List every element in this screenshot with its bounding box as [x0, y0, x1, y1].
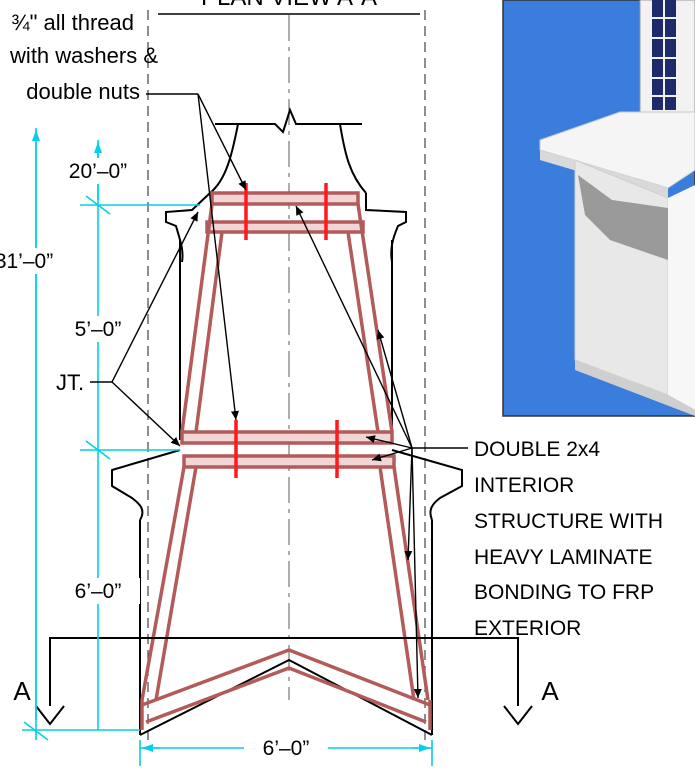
corbel-outline — [111, 107, 463, 736]
structure-leaders — [295, 205, 468, 699]
section-label-right: A — [541, 676, 559, 706]
dim-overall-bg — [0, 248, 62, 274]
dim-lower-text: 6’–0” — [75, 580, 122, 603]
dim-overall-text: 31’–0” — [0, 250, 53, 273]
dim-top-text: 20’–0” — [69, 160, 127, 183]
dim-mid-text: 5’–0” — [75, 318, 122, 341]
joint-leaders — [90, 211, 199, 447]
interior-members — [140, 191, 432, 730]
structure-note-line-2: INTERIOR — [474, 474, 574, 497]
top-plate — [210, 191, 360, 206]
thread-note-line-1: ¾" all thread — [11, 10, 134, 35]
dim-base-bg — [244, 735, 328, 761]
dim-top-bg — [50, 158, 146, 184]
render-panel — [502, 0, 695, 417]
structure-note-line-3: STRUCTURE WITH — [474, 510, 663, 533]
section-cut-line — [35, 637, 533, 726]
section-label-left: A — [13, 676, 31, 706]
dim-mid-bg — [52, 316, 144, 342]
mid-plate — [180, 430, 394, 445]
structure-note-line-4: HEAVY LAMINATE — [474, 546, 653, 569]
structure-note-line-5: BONDING TO FRP — [474, 581, 654, 604]
top-plate-lower — [205, 220, 365, 234]
dim-base-width-text: 6’–0” — [263, 737, 310, 760]
structure-note-line-1: DOUBLE 2x4 — [474, 438, 600, 461]
mid-plate-lower — [182, 454, 396, 469]
bolts — [234, 183, 339, 478]
joint-label: JT. — [56, 370, 84, 395]
thread-leaders — [146, 93, 247, 421]
thread-note-line-2: with washers & — [9, 43, 158, 68]
plan-view-title: PLAN VIEW A-A — [201, 0, 377, 11]
structure-note: DOUBLE 2x4 INTERIOR STRUCTURE WITH HEAVY… — [474, 438, 663, 640]
thread-note-line-3: double nuts — [26, 79, 140, 104]
dim-lower-bg — [56, 578, 140, 604]
structure-note-line-6: EXTERIOR — [474, 617, 581, 640]
